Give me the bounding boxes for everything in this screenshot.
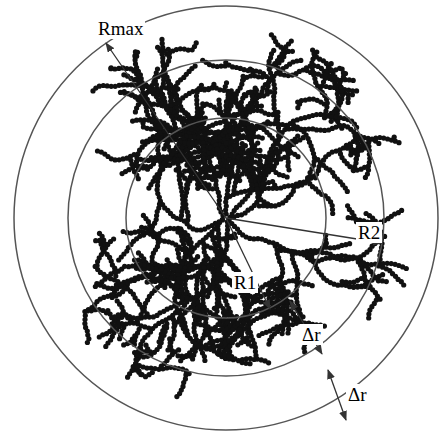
particle [165, 80, 170, 85]
particle [294, 291, 299, 296]
particle [346, 215, 351, 220]
particle [364, 211, 369, 216]
particle [109, 65, 114, 70]
particle [351, 168, 356, 173]
particle [330, 211, 335, 216]
particle [266, 360, 271, 365]
particle [257, 203, 262, 208]
particle [401, 282, 406, 287]
particle [140, 139, 145, 144]
particle [353, 134, 358, 139]
particle [295, 105, 300, 110]
particle [348, 152, 353, 157]
particle [404, 266, 409, 271]
particle [253, 86, 258, 91]
particle [155, 66, 160, 71]
particle [199, 83, 204, 88]
particle [295, 99, 300, 104]
particle [377, 297, 382, 302]
particle [351, 168, 356, 173]
particle [133, 109, 138, 114]
particle [159, 37, 164, 42]
particle [346, 100, 351, 105]
particle [216, 97, 221, 102]
particle [143, 343, 148, 348]
particle [347, 241, 352, 246]
particle [95, 148, 100, 153]
particle [384, 279, 389, 284]
particle [190, 356, 195, 361]
particle [290, 49, 295, 54]
particle [351, 78, 356, 83]
particle [363, 175, 368, 180]
particle [289, 39, 294, 44]
particle [380, 272, 385, 277]
particle [120, 171, 125, 176]
particle [286, 167, 291, 172]
particle [90, 88, 95, 93]
particle [165, 257, 170, 262]
particle [354, 156, 359, 161]
particle [337, 66, 342, 71]
particle [200, 101, 205, 106]
particle [242, 92, 247, 97]
particle [133, 49, 138, 54]
particle [396, 140, 401, 145]
particle [224, 80, 229, 85]
particle [193, 64, 198, 69]
particle [285, 330, 290, 335]
particle [322, 324, 327, 329]
particle [108, 66, 113, 71]
particle [271, 48, 276, 53]
particle [136, 176, 141, 181]
particle [266, 342, 271, 347]
particle [121, 72, 126, 77]
particle [166, 47, 171, 52]
particle [194, 40, 199, 45]
particle [266, 83, 271, 88]
particle [149, 155, 154, 160]
particle [130, 119, 135, 124]
particle [155, 45, 160, 50]
particle [240, 141, 245, 146]
particle [118, 90, 123, 95]
particle [345, 203, 350, 208]
particle [256, 333, 261, 338]
particle [235, 342, 240, 347]
particle [329, 119, 334, 124]
particle [399, 208, 404, 213]
particle [343, 71, 348, 76]
particle [223, 60, 228, 65]
particle [269, 32, 274, 37]
particle [366, 315, 371, 320]
particle [280, 331, 285, 336]
particle [145, 167, 150, 172]
particle [85, 340, 90, 345]
particle [310, 47, 315, 52]
particle [136, 250, 141, 255]
particle [345, 189, 350, 194]
particle [340, 279, 345, 284]
particle [348, 143, 353, 148]
particle [332, 85, 337, 90]
particle [354, 88, 359, 93]
particle [298, 58, 303, 63]
particle [248, 89, 253, 94]
particle [376, 141, 381, 146]
